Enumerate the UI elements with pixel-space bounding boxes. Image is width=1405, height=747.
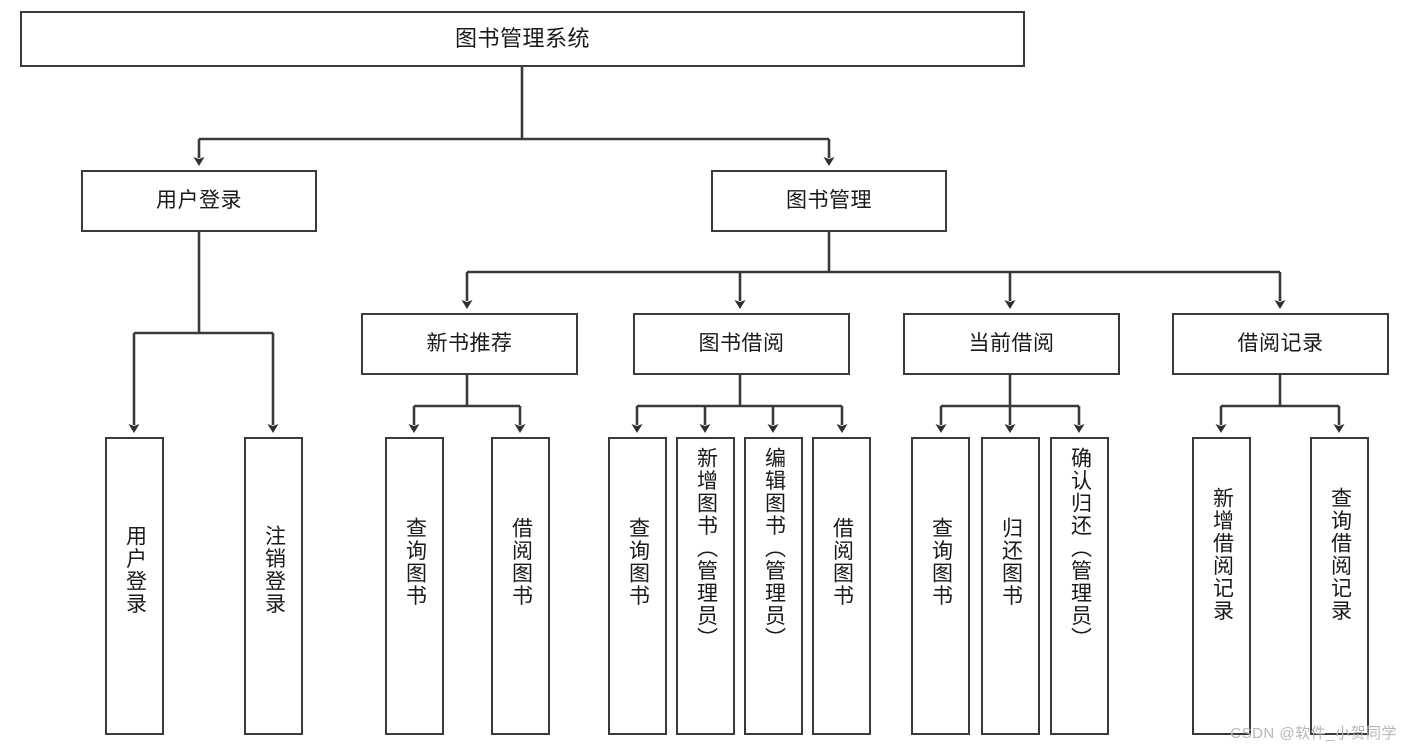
node-root-label: 图书管理系统 bbox=[454, 25, 590, 51]
leaf-current-confirm-return[interactable]: 确认归还（管理员） bbox=[1050, 437, 1109, 735]
node-borrow-records[interactable]: 借阅记录 bbox=[1172, 313, 1389, 375]
leaf-records-add-record[interactable]: 新增借阅记录 bbox=[1192, 437, 1251, 735]
leaf-user-login-login-label: 用户登录 bbox=[123, 525, 147, 615]
leaf-records-query-record[interactable]: 查询借阅记录 bbox=[1310, 437, 1369, 735]
leaf-records-add-record-label: 新增借阅记录 bbox=[1210, 487, 1234, 622]
leaf-current-query-book-label: 查询图书 bbox=[929, 517, 953, 607]
node-root[interactable]: 图书管理系统 bbox=[20, 11, 1025, 67]
leaf-current-confirm-return-label: 确认归还（管理员） bbox=[1068, 447, 1092, 650]
leaf-current-return-book-label: 归还图书 bbox=[999, 517, 1023, 607]
leaf-borrow-add-book[interactable]: 新增图书（管理员） bbox=[676, 437, 735, 735]
leaf-current-query-book[interactable]: 查询图书 bbox=[911, 437, 970, 735]
leaf-borrow-borrow-book[interactable]: 借阅图书 bbox=[812, 437, 871, 735]
node-current-borrow-label: 当前借阅 bbox=[968, 332, 1055, 356]
leaf-borrow-borrow-book-label: 借阅图书 bbox=[830, 517, 854, 607]
node-book-management[interactable]: 图书管理 bbox=[711, 170, 947, 232]
node-current-borrow[interactable]: 当前借阅 bbox=[903, 313, 1120, 375]
node-user-login[interactable]: 用户登录 bbox=[81, 170, 317, 232]
leaf-borrow-edit-book[interactable]: 编辑图书（管理员） bbox=[744, 437, 803, 735]
leaf-borrow-query-book[interactable]: 查询图书 bbox=[608, 437, 667, 735]
node-new-book-recommend[interactable]: 新书推荐 bbox=[361, 313, 578, 375]
leaf-user-login-logout[interactable]: 注销登录 bbox=[244, 437, 303, 735]
leaf-new-books-borrow[interactable]: 借阅图书 bbox=[491, 437, 550, 735]
leaf-borrow-edit-book-label: 编辑图书（管理员） bbox=[762, 447, 786, 650]
node-book-management-label: 图书管理 bbox=[786, 189, 872, 213]
node-user-login-label: 用户登录 bbox=[156, 189, 242, 213]
leaf-current-return-book[interactable]: 归还图书 bbox=[981, 437, 1040, 735]
leaf-new-books-query-label: 查询图书 bbox=[403, 517, 427, 607]
leaf-new-books-query[interactable]: 查询图书 bbox=[385, 437, 444, 735]
leaf-new-books-borrow-label: 借阅图书 bbox=[509, 517, 533, 607]
leaf-user-login-logout-label: 注销登录 bbox=[262, 525, 286, 615]
leaf-borrow-query-book-label: 查询图书 bbox=[626, 517, 650, 607]
leaf-records-query-record-label: 查询借阅记录 bbox=[1328, 487, 1352, 622]
node-book-borrow[interactable]: 图书借阅 bbox=[633, 313, 850, 375]
leaf-user-login-login[interactable]: 用户登录 bbox=[105, 437, 164, 735]
node-new-book-recommend-label: 新书推荐 bbox=[426, 332, 513, 356]
node-book-borrow-label: 图书借阅 bbox=[698, 332, 785, 356]
node-borrow-records-label: 借阅记录 bbox=[1237, 332, 1324, 356]
csdn-watermark: CSDN @软件_小贺同学 bbox=[1230, 725, 1397, 742]
leaf-borrow-add-book-label: 新增图书（管理员） bbox=[694, 447, 718, 650]
